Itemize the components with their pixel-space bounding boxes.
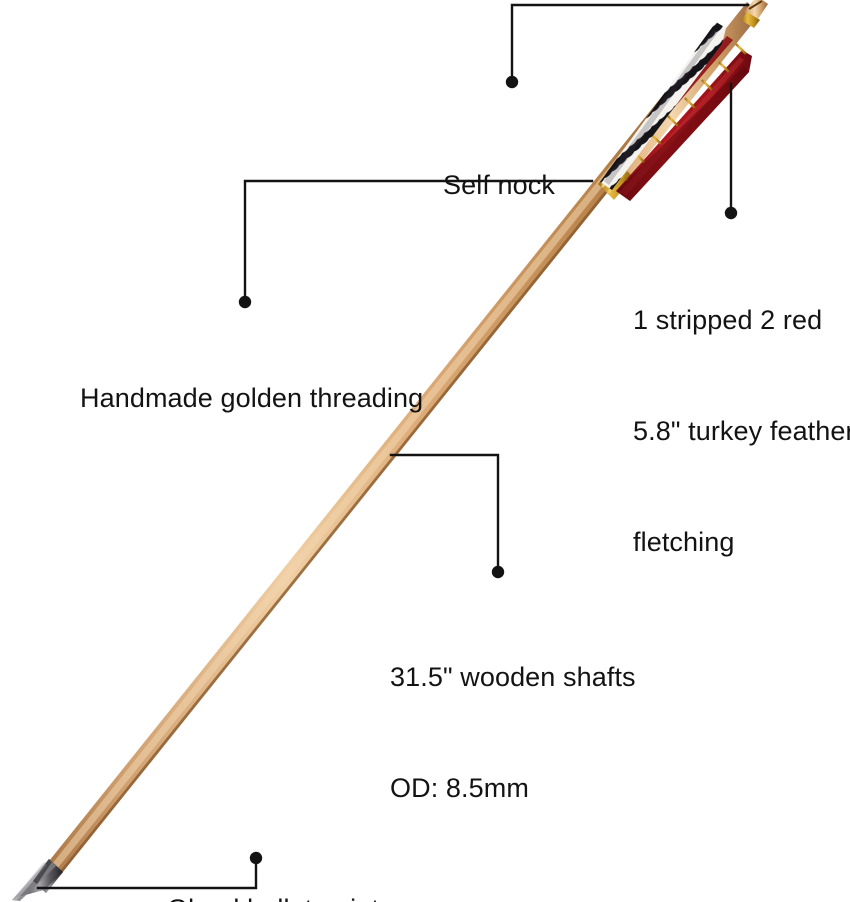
wooden-shaft-graphic xyxy=(33,60,704,893)
callout-label-golden-threading: Handmade golden threading xyxy=(80,306,423,491)
callout-leaders xyxy=(36,3,750,890)
callout-line: 1 stripped 2 red xyxy=(633,305,823,335)
callout-line: Self nock xyxy=(443,170,555,200)
fletching-section-graphic xyxy=(598,0,768,201)
leader-dot-wooden-shaft xyxy=(491,565,505,579)
callout-line: Handmade golden threading xyxy=(80,383,424,413)
callout-line: 31.5" wooden shafts xyxy=(390,662,636,692)
leader-dot-glued-bullet-point xyxy=(249,851,263,865)
callout-label-glued-bullet-point: Glued bullet point xyxy=(167,817,379,902)
callout-label-self-nock: Self nock xyxy=(443,93,555,278)
leader-dot-self-nock xyxy=(505,75,519,89)
leader-line-glued-bullet-point xyxy=(36,856,258,890)
arrow-graphic xyxy=(12,0,768,901)
leader-dot-golden-threading xyxy=(238,295,252,309)
callout-line: fletching xyxy=(633,527,735,557)
leader-line-golden-threading xyxy=(243,179,594,304)
leader-line-self-nock xyxy=(510,3,750,84)
leader-line-wooden-shaft xyxy=(389,453,500,574)
callout-line: OD: 8.5mm xyxy=(390,773,529,803)
barred-feather-graphic xyxy=(600,22,726,190)
callout-label-fletching: 1 stripped 2 red 5.8" turkey feathers fl… xyxy=(633,228,850,635)
glued-bullet-point-graphic xyxy=(12,859,63,901)
callout-line: Glued bullet point xyxy=(167,891,379,902)
callout-label-wooden-shaft: 31.5" wooden shafts OD: 8.5mm xyxy=(390,585,636,881)
leader-dot-fletching xyxy=(724,206,738,220)
callout-dots xyxy=(238,75,738,865)
self-nock-graphic xyxy=(741,0,768,28)
red-feather-graphic xyxy=(616,50,752,201)
callout-line: 5.8" turkey feathers xyxy=(633,416,850,446)
